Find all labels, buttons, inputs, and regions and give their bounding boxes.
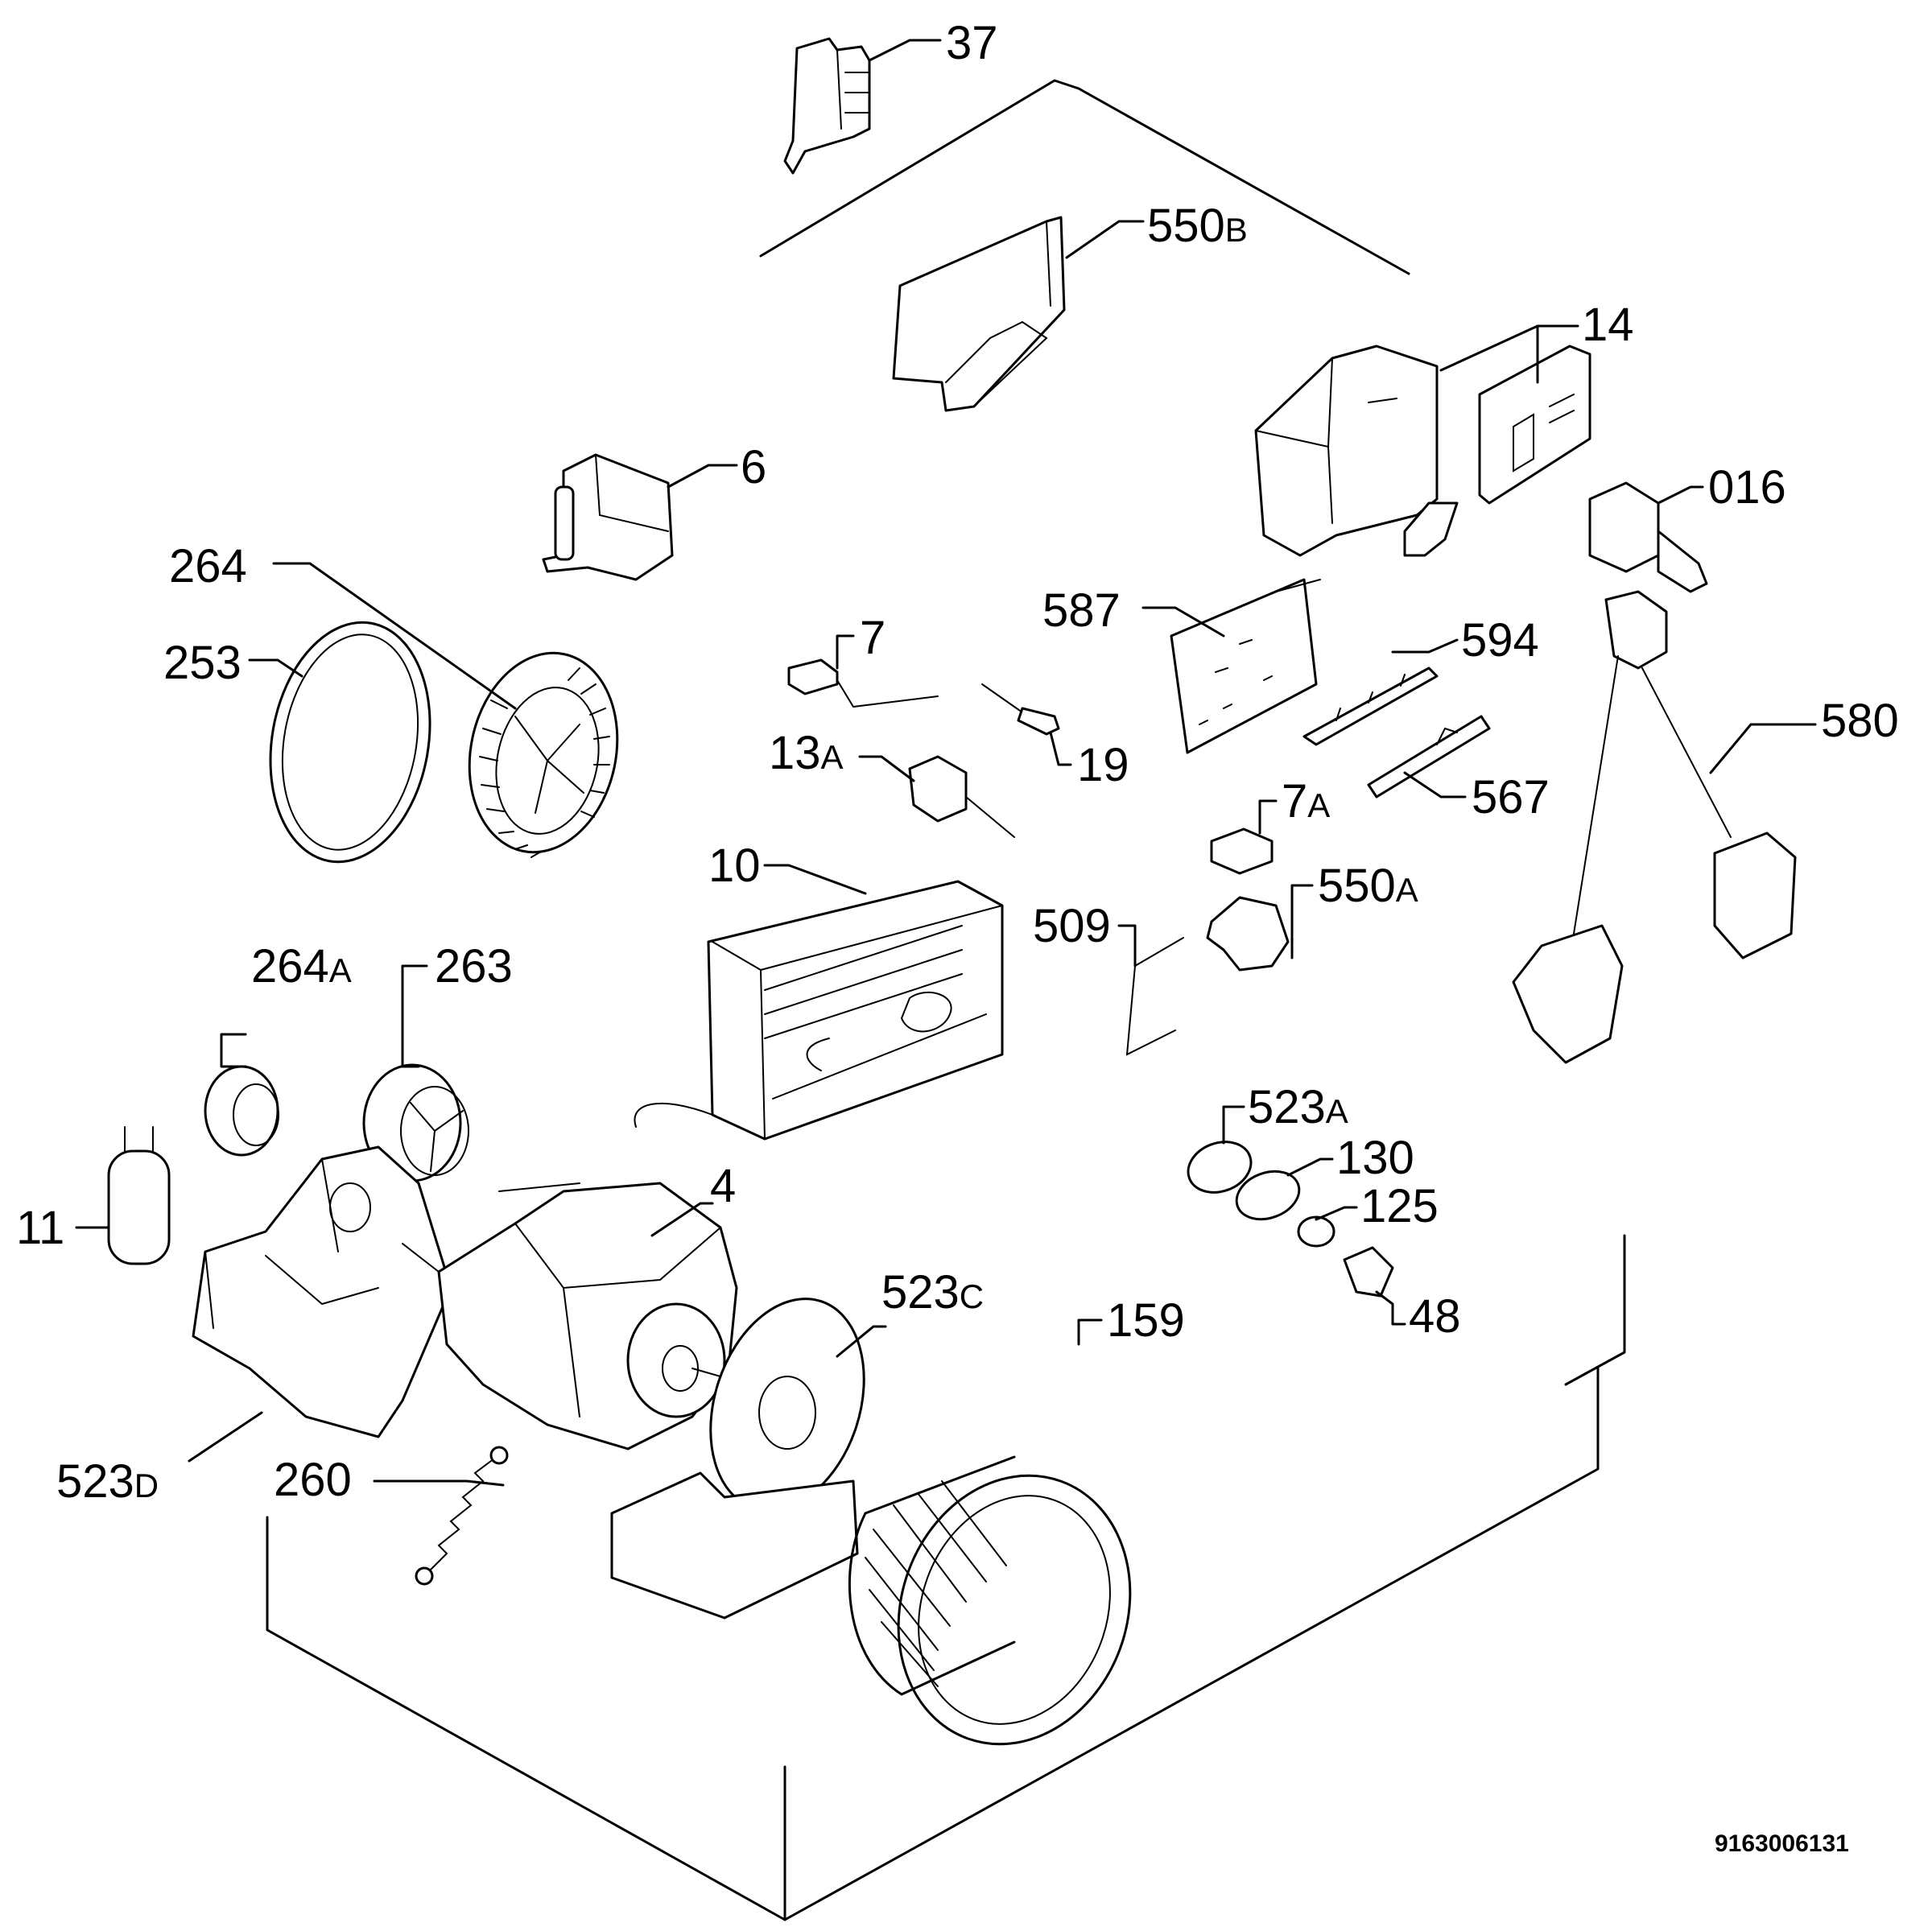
label-580: 580 [1821, 695, 1899, 747]
part-6-pump [542, 453, 674, 581]
part-10-heater [634, 880, 1004, 1141]
label-37: 37 [946, 17, 998, 69]
label-264: 264 [169, 540, 247, 592]
part-7a-microswitch [1210, 827, 1274, 875]
part-580-sensor-assembly [1512, 590, 1797, 1064]
part-19-sensor [981, 683, 1060, 736]
label-14: 14 [1582, 299, 1634, 351]
label-264a: 264A [251, 940, 352, 992]
label-10: 10 [708, 840, 761, 892]
part-4-motor [402, 1182, 749, 1450]
label-48: 48 [1409, 1290, 1461, 1343]
part-264-impeller [468, 651, 619, 858]
label-567: 567 [1472, 771, 1550, 823]
part-567-rail [1367, 715, 1491, 798]
label-260: 260 [274, 1454, 352, 1506]
part-523d-base [192, 1145, 452, 1438]
part-264a-pulley [204, 1065, 279, 1157]
housing-outline [266, 79, 1626, 1921]
part-523c-disc [610, 1298, 865, 1620]
label-13a: 13A [769, 727, 844, 779]
document-number: 9163006131 [1715, 1830, 1849, 1857]
part-13a-filter [908, 755, 1015, 838]
label-130: 130 [1336, 1132, 1414, 1184]
part-594-rail [1302, 666, 1439, 746]
label-4: 4 [710, 1160, 736, 1212]
part-labels: 37 550B 14 6 016 264 253 587 594 7 580 1… [16, 17, 1899, 1508]
label-7a: 7A [1282, 775, 1330, 827]
label-125: 125 [1360, 1180, 1439, 1232]
part-11-capacitor [107, 1126, 171, 1265]
label-550a: 550A [1318, 860, 1418, 912]
part-260-spring [415, 1446, 509, 1586]
part-48-thermostat [1343, 1246, 1394, 1298]
label-263: 263 [435, 940, 513, 992]
label-7: 7 [860, 612, 886, 664]
leader-lines [75, 39, 1817, 1487]
label-159: 159 [1107, 1294, 1185, 1347]
part-7-microswitch [787, 658, 939, 708]
part-550a-holder [1206, 896, 1290, 972]
label-594: 594 [1461, 614, 1539, 666]
label-523a: 523A [1248, 1081, 1348, 1133]
label-11: 11 [16, 1202, 64, 1254]
part-159-fan-drum [848, 1455, 1132, 1746]
label-509: 509 [1033, 900, 1111, 952]
part-523a-gasket [1187, 1141, 1253, 1194]
part-263-pulley [362, 1063, 469, 1182]
label-253: 253 [163, 637, 242, 689]
part-37-bracket [783, 37, 871, 175]
label-6: 6 [741, 441, 766, 493]
part-587-board [1170, 578, 1321, 754]
part-550b-duct [892, 216, 1066, 412]
part-509-wire [1125, 937, 1184, 1056]
label-19: 19 [1077, 739, 1129, 791]
label-550b: 550B [1147, 200, 1248, 252]
label-587: 587 [1042, 584, 1121, 637]
part-016-selector [1588, 481, 1708, 593]
label-523c: 523C [881, 1266, 984, 1318]
label-016: 016 [1708, 461, 1786, 514]
part-125-ring [1297, 1215, 1335, 1248]
part-14-module [1254, 345, 1591, 557]
label-523d: 523D [56, 1455, 159, 1508]
part-130-gasket [1235, 1170, 1301, 1221]
part-253-belt [269, 621, 431, 864]
